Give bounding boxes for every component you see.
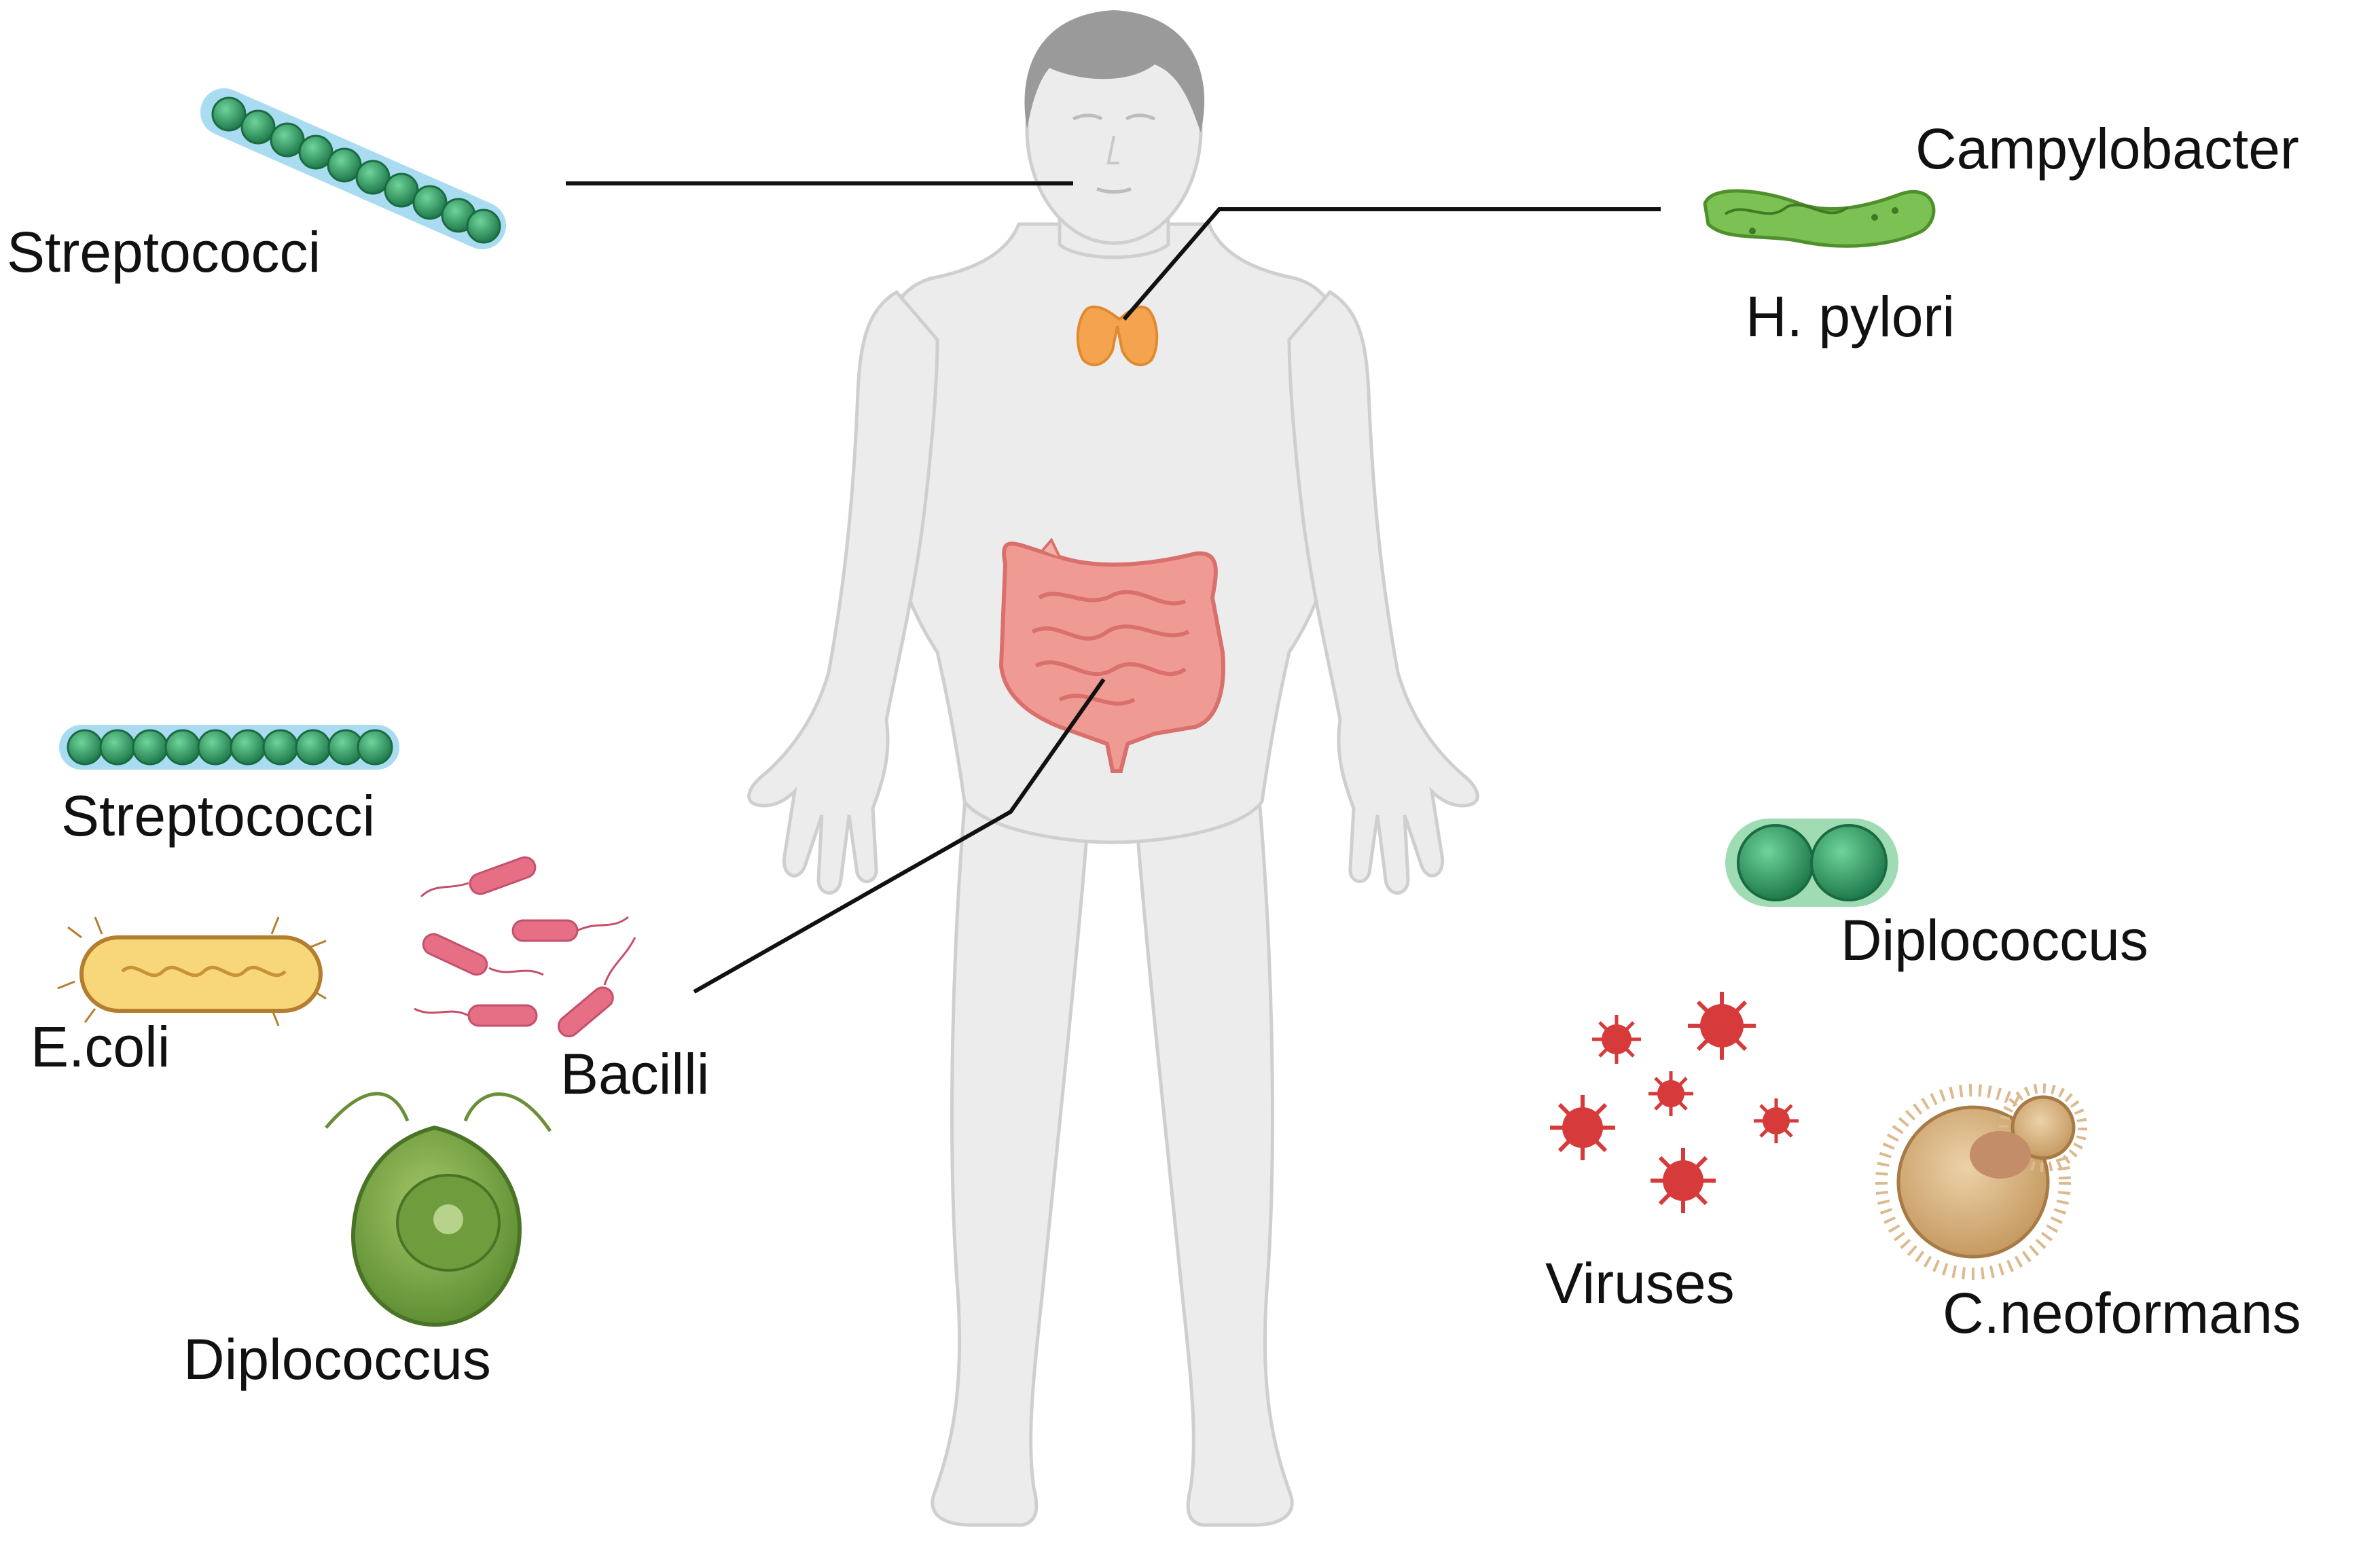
human-body-figure — [747, 10, 1479, 1527]
line-hpylori-to-thyroid — [1122, 207, 1661, 321]
virus-4 — [1550, 1095, 1615, 1160]
streptococci-mid-chain — [59, 725, 399, 770]
virus-2 — [1688, 992, 1756, 1060]
label-bacilli: Bacilli — [560, 1042, 709, 1106]
label-viruses: Viruses — [1545, 1251, 1735, 1315]
label-streptococci-mid: Streptococci — [61, 784, 375, 848]
c-neoformans-cell — [1875, 1083, 2087, 1280]
connector-lines — [566, 181, 1661, 994]
virus-5 — [1754, 1098, 1799, 1143]
virus-6 — [1651, 1148, 1716, 1213]
intestines — [998, 537, 1225, 773]
thyroid-gland — [1076, 305, 1159, 367]
streptococci-top-chain — [200, 88, 506, 249]
virus-1 — [1592, 1015, 1641, 1064]
label-diplococcus-right: Diplococcus — [1841, 908, 2148, 972]
label-diplococcus-left: Diplococcus — [183, 1327, 491, 1391]
protozoan-diplococcus-left — [325, 1092, 552, 1327]
line-bacilli-to-intestine — [693, 678, 1106, 994]
label-h-pylori: H. pylori — [1746, 285, 1955, 348]
h-pylori-rod — [1703, 189, 1936, 248]
labels: Streptococci Campylobacter H. pylori Str… — [7, 117, 2301, 1391]
diplococcus-right-pair — [1725, 819, 1898, 907]
label-c-neoformans: C.neoformans — [1943, 1281, 2301, 1345]
e-coli-bacterium — [57, 916, 327, 1026]
virus-particles — [1550, 992, 1799, 1213]
label-streptococci-top: Streptococci — [7, 220, 321, 284]
virus-3 — [1648, 1071, 1693, 1116]
label-campylobacter: Campylobacter — [1915, 117, 2299, 181]
bacilli-group — [414, 856, 636, 1038]
label-e-coli: E.coli — [31, 1015, 170, 1079]
